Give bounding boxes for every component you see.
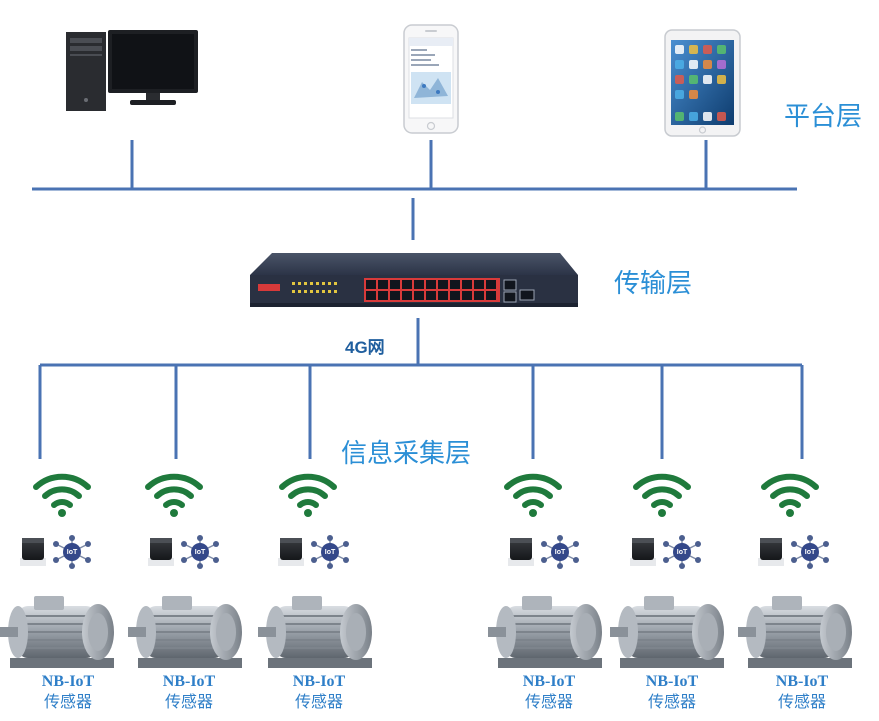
sensor-label: NB-IoT 传感器 <box>622 672 722 712</box>
sensor-label: NB-IoT 传感器 <box>499 672 599 712</box>
sensor-label: NB-IoT 传感器 <box>752 672 852 712</box>
sensor-label-type: NB-IoT <box>645 673 699 690</box>
sensor-label-type: NB-IoT <box>292 673 346 690</box>
wifi-icon <box>148 477 200 517</box>
transport-layer-label: 传输层 <box>614 269 693 299</box>
wifi-icon <box>282 477 334 517</box>
sensor-label-name: 传感器 <box>43 692 92 711</box>
sensor-label-name: 传感器 <box>647 692 696 711</box>
connection-lines <box>32 140 804 459</box>
iot-badge-text: IoT <box>67 549 78 556</box>
desktop-computer-icon <box>66 30 198 111</box>
sensor-label-type: NB-IoT <box>162 673 216 690</box>
wifi-icon <box>764 477 816 517</box>
iot-badge-text: IoT <box>805 549 816 556</box>
electric-motor-icon <box>257 534 373 669</box>
collection-layer-label: 信息采集层 <box>341 439 472 469</box>
electric-motor-icon <box>0 534 115 669</box>
wifi-icon <box>507 477 559 517</box>
electric-motor-icon <box>737 534 853 669</box>
wifi-icon <box>636 477 688 517</box>
iot-badge-text: IoT <box>325 549 336 556</box>
sensor-label-type: NB-IoT <box>522 673 576 690</box>
sensor-label-type: NB-IoT <box>41 673 95 690</box>
electric-motor-icon <box>487 534 603 669</box>
tablet-icon <box>664 29 741 137</box>
wifi-icon <box>36 477 88 517</box>
sensor-label-name: 传感器 <box>164 692 213 711</box>
iot-badge-text: IoT <box>555 549 566 556</box>
sensor-label: NB-IoT 传感器 <box>139 672 239 712</box>
iot-badge-text: IoT <box>677 549 688 556</box>
iot-badge-text: IoT <box>195 549 206 556</box>
sensor-label: NB-IoT 传感器 <box>269 672 369 712</box>
sensor-label-name: 传感器 <box>294 692 343 711</box>
sensor-units <box>0 534 853 669</box>
network-switch-icon <box>250 253 578 307</box>
wifi-icons <box>36 477 816 517</box>
smartphone-icon <box>403 24 459 134</box>
network-label: 4G网 <box>345 338 385 357</box>
electric-motor-icon <box>609 534 725 669</box>
sensor-label-name: 传感器 <box>777 692 826 711</box>
platform-layer-label: 平台层 <box>784 102 863 132</box>
sensor-label: NB-IoT 传感器 <box>18 672 118 712</box>
electric-motor-icon <box>127 534 243 669</box>
sensor-label-name: 传感器 <box>524 692 573 711</box>
sensor-label-type: NB-IoT <box>775 673 829 690</box>
